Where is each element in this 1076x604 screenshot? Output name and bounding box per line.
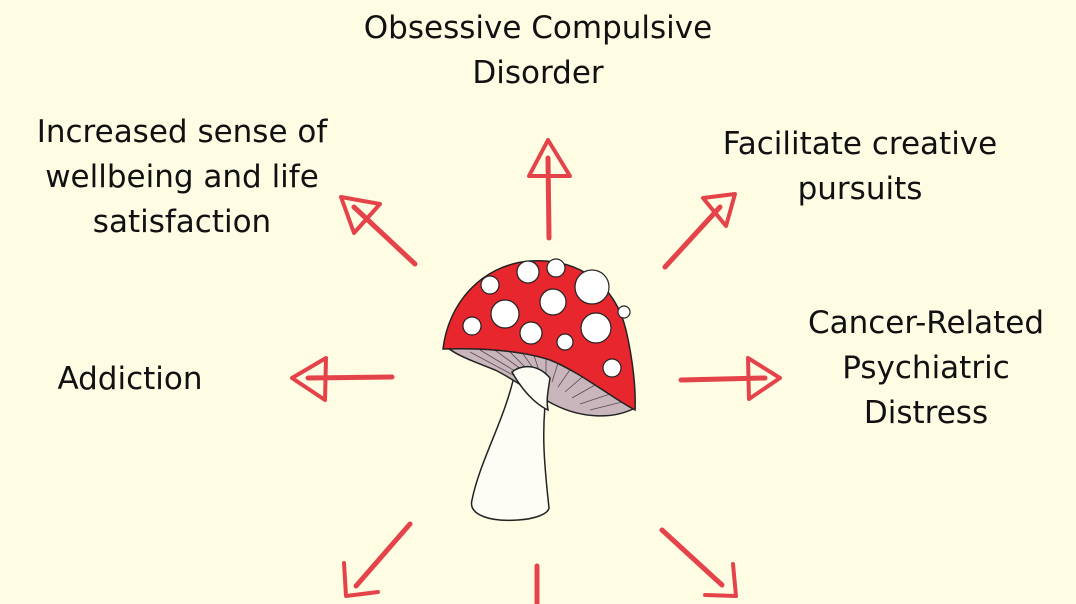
label-ocd-line2: Disorder [472,55,604,91]
arrow-downleft [342,521,413,598]
label-wellbeing-line1: Increased sense of [36,114,328,150]
arrow-upright-creative [662,192,737,270]
label-wellbeing-line3: satisfaction [92,204,272,240]
label-cancer-line2: Psychiatric [842,350,1010,386]
arrow-right-cancer [678,356,782,401]
cap-spots [462,258,631,378]
label-cancer-line1: Cancer-Related [807,305,1045,341]
label-ocd-line1: Obsessive Compulsive [363,10,713,46]
label-cancer-line3: Distress [863,395,989,431]
label-wellbeing: Increased sense of wellbeing and life sa… [22,110,342,245]
mushroom-icon [442,258,637,522]
arrow-up-ocd [527,138,572,241]
arrow-upleft-wellbeing [339,195,418,267]
label-addiction: Addiction [40,357,220,402]
mushroom-stem [470,371,550,522]
label-wellbeing-line2: wellbeing and life [45,159,319,195]
arrow-downright [659,527,738,598]
arrow-left-addiction [290,356,395,402]
arrows [290,138,782,604]
label-ocd: Obsessive Compulsive Disorder [338,6,738,96]
mushroom-stem-top [511,365,551,412]
label-creative-line2: pursuits [797,171,923,207]
label-creative-line1: Facilitate creative [722,126,998,162]
label-cancer: Cancer-Related Psychiatric Distress [796,301,1056,436]
label-creative: Facilitate creative pursuits [710,122,1010,212]
label-addiction-line1: Addiction [57,361,203,397]
